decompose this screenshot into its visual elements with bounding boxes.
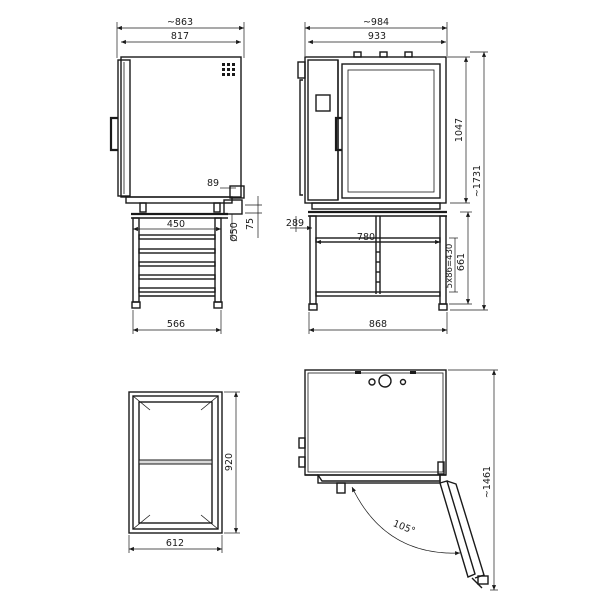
front-display-icon bbox=[315, 94, 331, 112]
dim-front-body-height: 1047 bbox=[454, 118, 465, 142]
front-control-panel bbox=[307, 59, 339, 201]
top-oven-body bbox=[304, 369, 447, 476]
dim-front-overall: ~984 bbox=[363, 17, 389, 28]
top-panel-front bbox=[317, 474, 441, 484]
dim-side-stand-foot: 566 bbox=[167, 319, 185, 330]
dim-side-stand-width: 450 bbox=[167, 219, 185, 230]
stand-frame-outer bbox=[128, 391, 223, 534]
side-door-handle bbox=[109, 116, 118, 152]
dim-front-stand-height: 661 bbox=[456, 253, 467, 271]
dim-front-rails: 5x86=430 bbox=[445, 244, 455, 289]
dim-front-stand-width: 868 bbox=[369, 319, 387, 330]
dim-front-body: 933 bbox=[368, 31, 386, 42]
dim-side-body: 817 bbox=[171, 31, 189, 42]
top-outlet-icon bbox=[378, 374, 392, 388]
top-opened-door bbox=[439, 480, 489, 589]
front-oven-body bbox=[304, 56, 447, 204]
dim-side-drain-diameter: Ø50 bbox=[229, 222, 240, 242]
dim-front-total-height: ~1731 bbox=[472, 165, 483, 197]
dim-front-inner-width: 780 bbox=[357, 232, 375, 243]
side-vent-icon bbox=[222, 63, 235, 76]
dim-front-offset: 289 bbox=[286, 218, 304, 229]
dim-side-drain-height: 75 bbox=[245, 218, 256, 230]
oven-top-view: 105° ~1461 bbox=[298, 369, 498, 591]
front-door-handle bbox=[334, 116, 342, 152]
dim-side-offset: 89 bbox=[207, 178, 219, 189]
dim-side-overall: ~863 bbox=[167, 17, 193, 28]
side-door-panel bbox=[117, 59, 131, 197]
front-stand bbox=[308, 210, 448, 311]
dim-stand-width: 612 bbox=[166, 538, 184, 549]
side-oven-body bbox=[120, 56, 242, 198]
side-view: ~863 817 89 75 Ø50 450 566 bbox=[109, 17, 262, 334]
stand-top-view: 920 612 bbox=[128, 391, 240, 553]
side-drain bbox=[229, 185, 245, 199]
dim-top-depth: ~1461 bbox=[482, 466, 493, 498]
front-door-window bbox=[341, 63, 441, 199]
dim-door-angle: 105° bbox=[391, 518, 416, 537]
side-stand bbox=[131, 212, 228, 309]
front-view: ~984 933 1047 ~1731 289 780 5x86=430 661… bbox=[286, 17, 488, 334]
dim-stand-depth: 920 bbox=[224, 453, 235, 471]
